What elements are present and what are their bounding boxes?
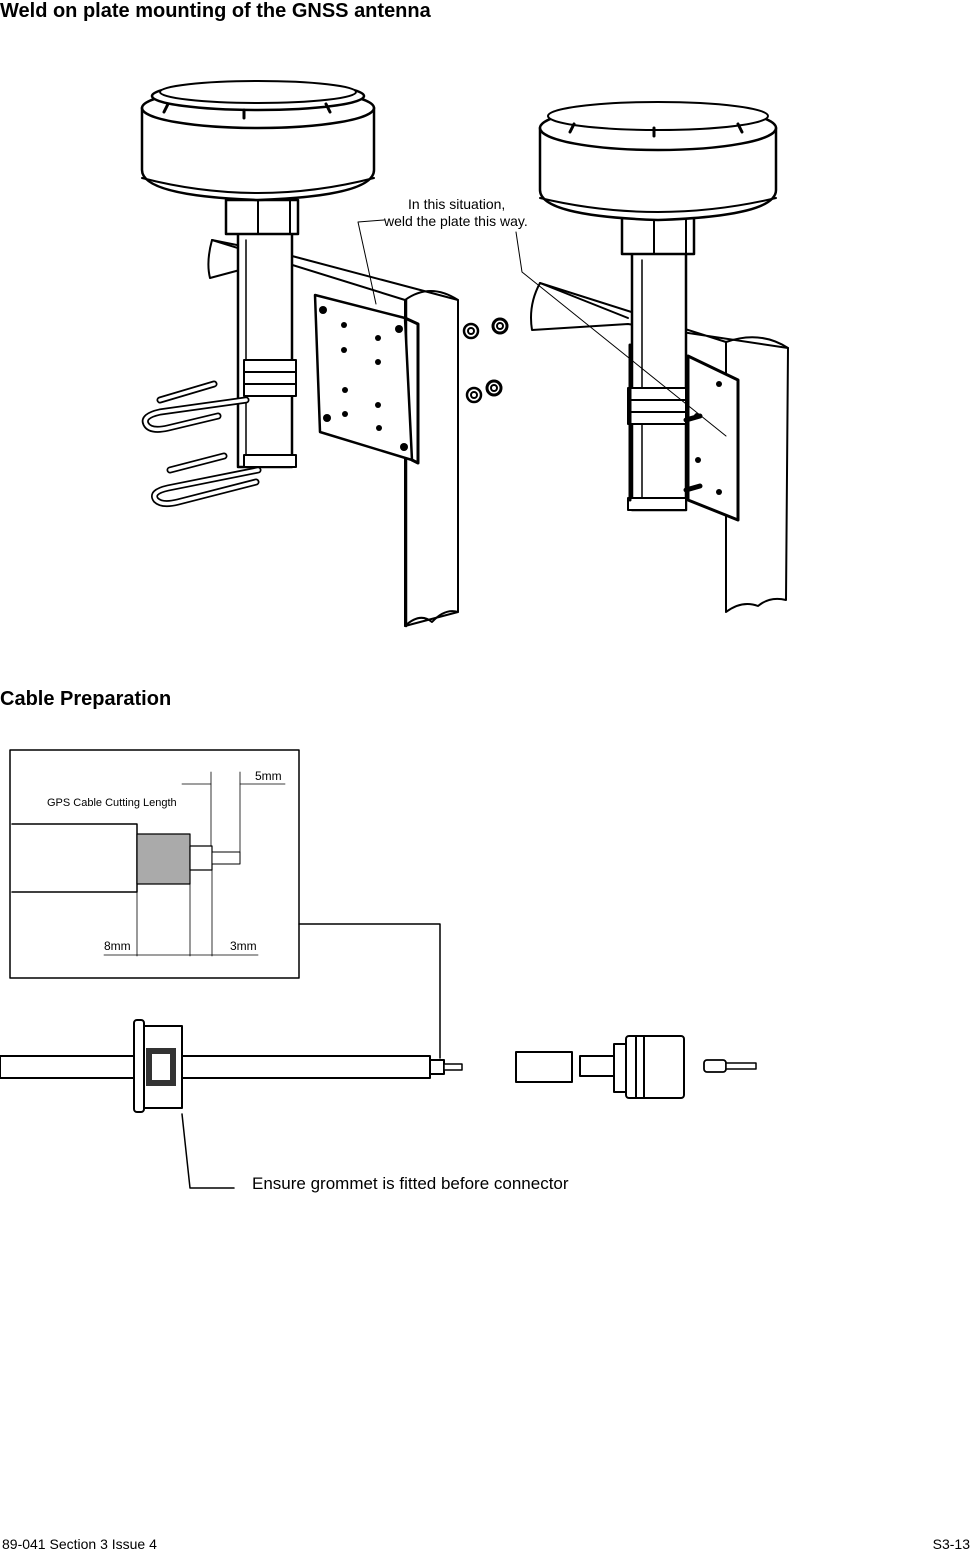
callout-leader-left xyxy=(357,219,385,305)
note-leader xyxy=(181,1113,235,1189)
inset-title: GPS Cable Cutting Length xyxy=(47,797,177,809)
callout-text-line2: weld the plate this way. xyxy=(383,213,528,229)
cable-assembly xyxy=(0,1019,757,1113)
dim-label-5mm: 5mm xyxy=(255,769,282,783)
dim-label-8mm: 8mm xyxy=(104,939,131,953)
section-title-weld-mounting: Weld on plate mounting of the GNSS anten… xyxy=(0,0,431,22)
inset-leader xyxy=(298,923,441,1059)
footer-document-id: 89-041 Section 3 Issue 4 xyxy=(2,1536,157,1552)
callout-text-line1: In this situation, xyxy=(408,196,505,212)
callout-leader-right xyxy=(515,231,727,437)
antenna-right-illustration xyxy=(530,101,789,613)
antenna-left-illustration xyxy=(140,80,509,628)
cable-cutting-inset: GPS Cable Cutting Length 5mm 8mm 3mm xyxy=(9,749,300,979)
section-title-cable-preparation: Cable Preparation xyxy=(0,688,172,710)
footer-page-number: S3-13 xyxy=(932,1536,970,1552)
dim-label-3mm: 3mm xyxy=(230,939,257,953)
grommet-note: Ensure grommet is fitted before connecto… xyxy=(252,1174,569,1193)
